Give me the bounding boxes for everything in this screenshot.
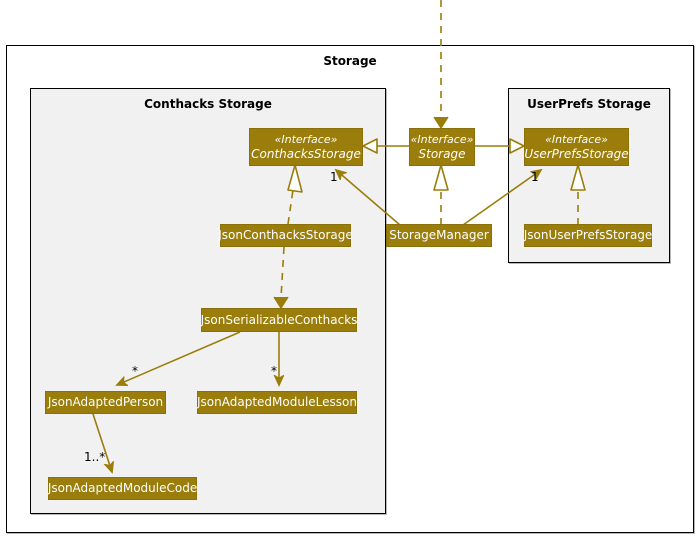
class-name-label: JsonConthacksStorage	[218, 228, 353, 242]
class-storage-interface[interactable]: «Interface» Storage	[409, 128, 475, 166]
edge-storage-to-userprefs-storage	[475, 138, 525, 154]
class-name-label: Storage	[418, 147, 466, 161]
class-json-userprefs-storage[interactable]: JsonUserPrefsStorage	[524, 224, 652, 247]
edge-json-conthacks-to-serializable	[273, 246, 289, 309]
edge-storage-manager-to-userprefs-storage	[462, 170, 541, 226]
class-json-adapted-module-lesson[interactable]: JsonAdaptedModuleLesson	[197, 391, 357, 414]
edge-serializable-to-adapted-person	[117, 331, 241, 385]
edge-json-userprefs-storage-realization	[570, 164, 586, 225]
stereotype-label: «Interface»	[545, 133, 608, 146]
class-storage-manager[interactable]: StorageManager	[386, 224, 492, 247]
class-name-label: StorageManager	[389, 228, 489, 242]
stereotype-label: «Interface»	[410, 133, 474, 146]
class-name-label: JsonAdaptedModuleCode	[47, 481, 198, 495]
class-userprefs-storage-interface[interactable]: «Interface» UserPrefsStorage	[524, 128, 629, 166]
class-json-adapted-person[interactable]: JsonAdaptedPerson	[45, 391, 166, 414]
multiplicity-serializable-to-person: *	[132, 364, 138, 378]
class-json-conthacks-storage[interactable]: JsonConthacksStorage	[218, 224, 353, 247]
edge-storage-to-conthacks-storage	[362, 138, 409, 154]
class-name-label: JsonSerializableConthacks	[200, 312, 358, 327]
class-name-label: JsonAdaptedPerson	[47, 395, 164, 409]
class-name-label: JsonUserPrefsStorage	[523, 228, 653, 242]
edge-adapted-person-to-module-code	[92, 413, 112, 472]
class-conthacks-storage-interface[interactable]: «Interface» ConthacksStorage	[249, 128, 363, 166]
package-conthacks-storage-title: Conthacks Storage	[144, 97, 272, 111]
edge-external-to-storage	[433, 0, 449, 129]
class-name-label: ConthacksStorage	[251, 147, 361, 161]
edge-storage-manager-realization	[433, 164, 449, 225]
edge-storage-manager-to-conthacks-storage	[336, 170, 401, 226]
class-name-label: UserPrefsStorage	[524, 147, 629, 161]
class-json-serializable-conthacks[interactable]: JsonSerializableConthacks	[201, 308, 357, 332]
class-json-adapted-module-code[interactable]: JsonAdaptedModuleCode	[48, 477, 197, 500]
multiplicity-manager-to-userprefs: 1	[531, 170, 539, 184]
multiplicity-manager-to-conthacks: 1	[330, 170, 338, 184]
package-userprefs-storage-title: UserPrefs Storage	[527, 97, 651, 111]
class-name-label: JsonAdaptedModuleLesson	[197, 395, 357, 409]
stereotype-label: «Interface»	[274, 133, 338, 146]
edge-json-conthacks-storage-realization	[287, 164, 303, 225]
multiplicity-serializable-to-module-lesson: *	[271, 364, 277, 378]
multiplicity-person-to-module-code: 1..*	[84, 450, 106, 464]
package-storage-title: Storage	[323, 54, 377, 68]
